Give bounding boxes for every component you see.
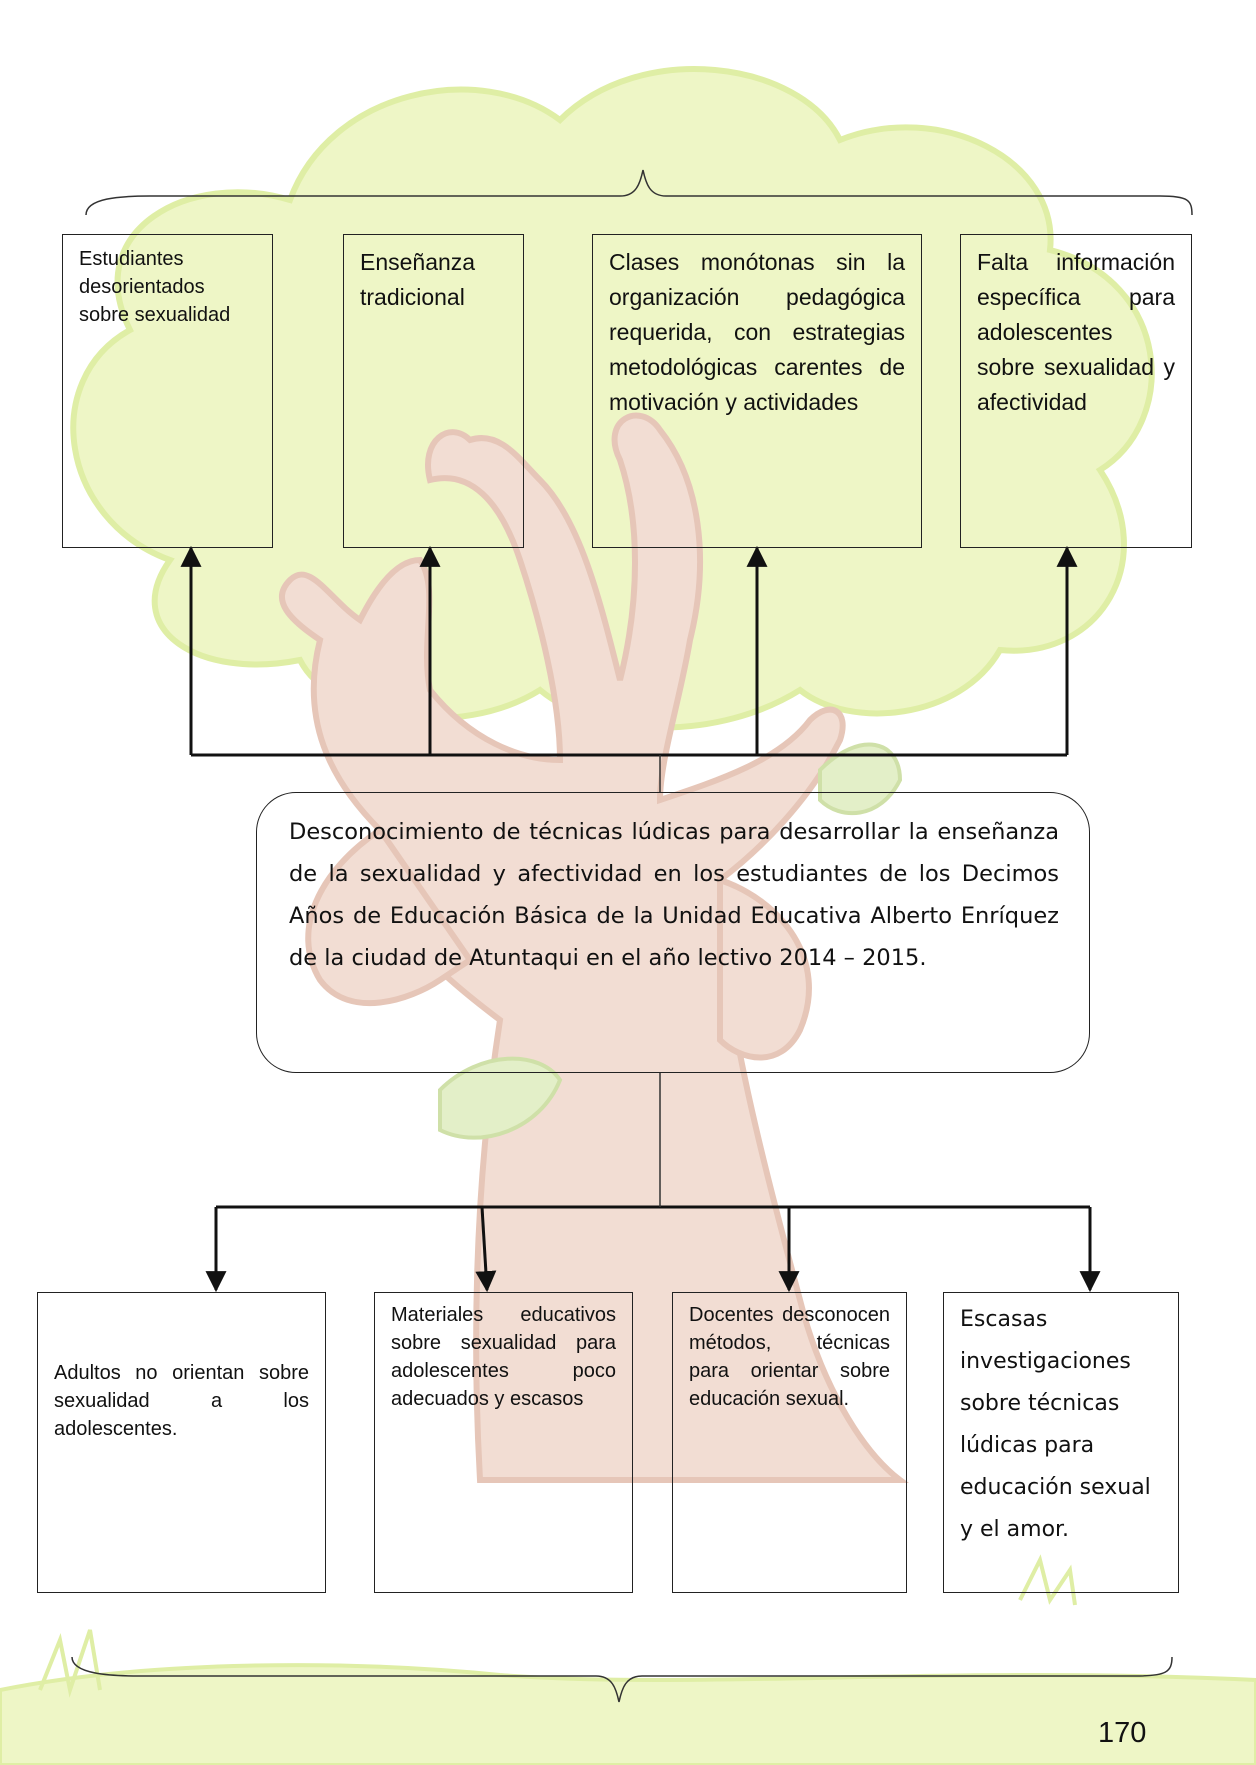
effect-box-1: Estudiantes desorientados sobre sexualid… (62, 234, 273, 548)
cause-box-3: Docentes desconocen métodos, técnicas pa… (672, 1292, 907, 1593)
tree-canopy (70, 66, 1155, 731)
cause-text-2: Materiales educativos sobre sexualidad p… (391, 1304, 616, 1410)
effect-box-2: Enseñanza tradicional (343, 234, 524, 548)
effect-text-4: Falta información específica para adoles… (977, 249, 1175, 415)
effect-box-3: Clases monótonas sin la organización ped… (592, 234, 922, 548)
effect-text-1: Estudiantes desorientados sobre sexualid… (79, 248, 231, 326)
tree-trunk (279, 412, 909, 1483)
effect-text-3: Clases monótonas sin la organización ped… (609, 249, 905, 415)
cause-box-4: Escasas investigaciones sobre técnicas l… (943, 1292, 1179, 1593)
cause-arrow-2 (475, 1206, 497, 1293)
cause-text-3: Docentes desconocen métodos, técnicas pa… (689, 1304, 890, 1410)
cause-text-1: Adultos no orientan sobre sexualidad a l… (54, 1362, 309, 1440)
central-problem-box: Desconocimiento de técnicas lúdicas para… (256, 792, 1090, 1073)
grass-ground (0, 1554, 1256, 1765)
effect-text-2: Enseñanza tradicional (360, 249, 476, 310)
tree-leaf (438, 742, 903, 1140)
page-number: 170 (1098, 1717, 1147, 1749)
bottom-brace (71, 1656, 1173, 1703)
central-problem-text: Desconocimiento de técnicas lúdicas para… (289, 819, 1059, 971)
top-brace (85, 169, 1193, 216)
cause-box-2: Materiales educativos sobre sexualidad p… (374, 1292, 633, 1593)
cause-box-1: Adultos no orientan sobre sexualidad a l… (37, 1292, 326, 1593)
cause-text-4: Escasas investigaciones sobre técnicas l… (960, 1307, 1151, 1542)
effect-box-4: Falta información específica para adoles… (960, 234, 1192, 548)
